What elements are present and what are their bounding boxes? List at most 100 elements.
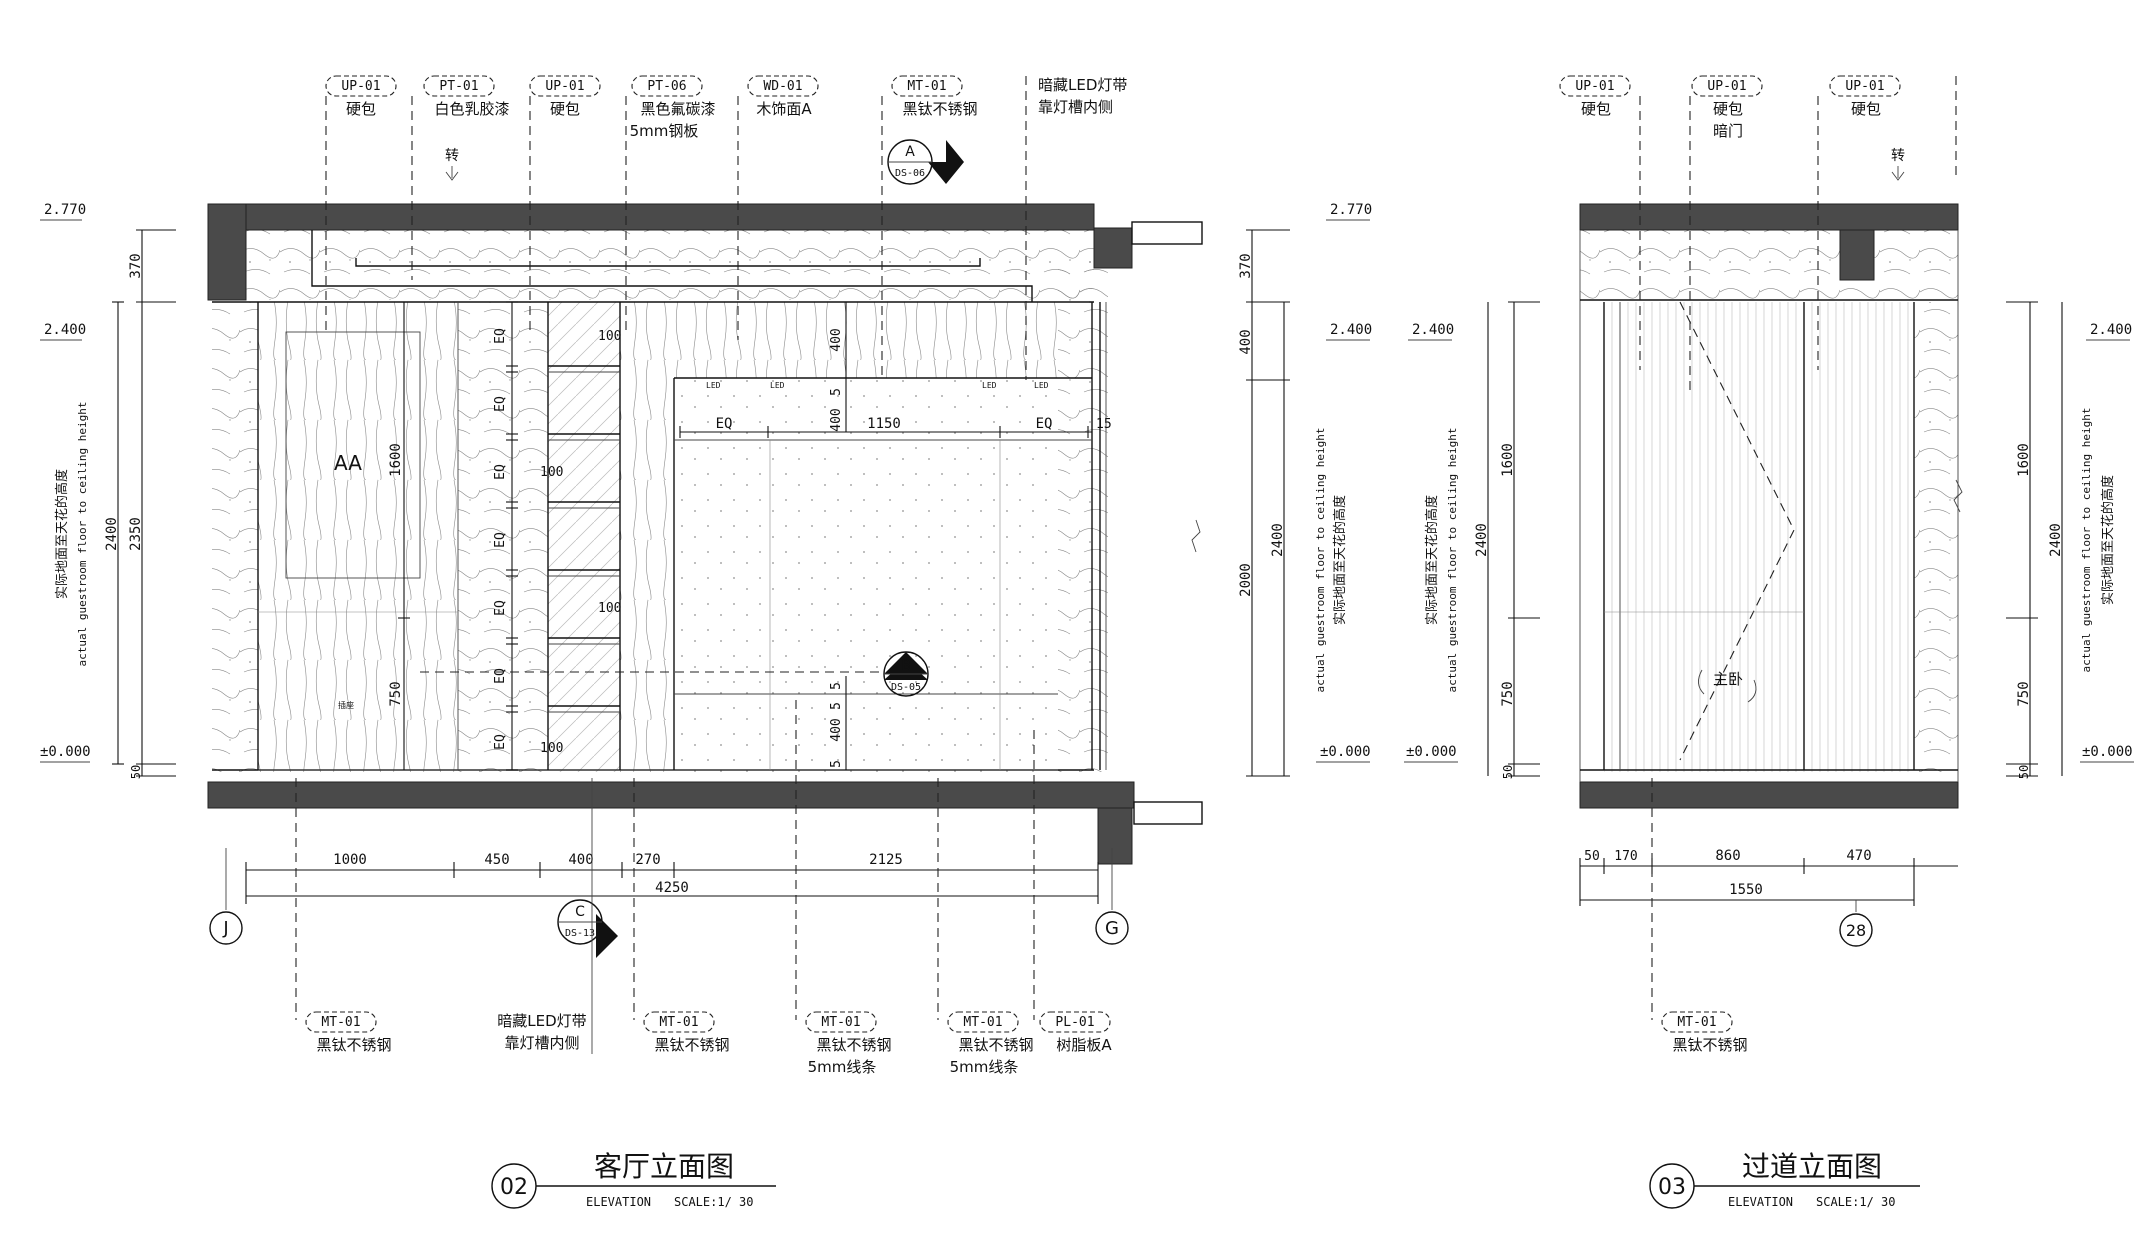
tag-code: PT-01: [439, 79, 478, 94]
svg-text:actual guestroom floor to ceil: actual guestroom floor to ceiling height: [2080, 408, 2093, 673]
shelf-dimension-chain: EQ EQ EQ EQ EQ EQ EQ 100 100 100 100: [493, 301, 621, 771]
height-label-cn: 实际地面至天花的高度: [1332, 495, 1348, 625]
svg-text:MT-01: MT-01: [659, 1015, 698, 1030]
wood-veneer-header: [674, 302, 1058, 378]
top-callouts-02: UP-01 硬包 PT-01 白色乳胶漆 UP-01 硬包 PT-06 黑色氟碳…: [325, 75, 1127, 380]
svg-text:实际地面至天花的高度: 实际地面至天花的高度: [2100, 475, 2116, 605]
ceiling-zone: [1580, 230, 1958, 300]
niche-shelf-zone: [548, 302, 620, 772]
svg-text:860: 860: [1715, 848, 1740, 864]
top-left-column: [207, 203, 247, 301]
svg-text:±0.000: ±0.000: [1406, 744, 1457, 760]
tv-dim-edge: 15: [1096, 417, 1112, 432]
section-mark-c: C DS-13: [557, 899, 618, 958]
svg-text:黑钛不锈钢: 黑钛不锈钢: [1672, 1036, 1747, 1054]
svg-text:MT-01: MT-01: [963, 1015, 1002, 1030]
paint-panel: [458, 302, 548, 772]
svg-text:750: 750: [2016, 681, 2032, 706]
hidden-door-panel: [1604, 302, 1804, 772]
svg-text:暗门: 暗门: [1713, 122, 1743, 140]
height-label-en: actual guestroom floor to ceiling height: [1314, 428, 1327, 693]
drawing-number: 02: [500, 1175, 528, 1200]
top-slab: [207, 203, 1095, 231]
height-label-en: actual guestroom floor to ceiling height: [76, 402, 89, 667]
top-right-beam: [1131, 221, 1203, 245]
dim-450: 450: [484, 852, 509, 868]
ceiling-zone: [212, 230, 1094, 300]
drawing-scale: SCALE:1/ 30: [1816, 1195, 1895, 1209]
soffit-line: [311, 230, 1033, 302]
dim-400: 400: [568, 852, 593, 868]
drawing-title: 过道立面图: [1742, 1150, 1882, 1183]
svg-text:5mm线条: 5mm线条: [808, 1058, 877, 1076]
svg-text:1600: 1600: [1500, 443, 1516, 477]
svg-text:170: 170: [1614, 849, 1637, 864]
upholstery-panel-left: [258, 302, 458, 772]
tag-desc: 硬包: [550, 100, 580, 118]
top-slab: [1579, 203, 1959, 231]
led-label: LED: [706, 381, 721, 390]
dim-1000: 1000: [333, 852, 367, 868]
floor-right-column: [1097, 807, 1133, 865]
floor-slab: [207, 781, 1135, 809]
tv-dim-lower: 400: [829, 718, 844, 741]
level-top: 2.770: [1330, 202, 1372, 218]
svg-text:470: 470: [1846, 848, 1871, 864]
bottom-callouts-02: MT-01 黑钛不锈钢 暗藏LED灯带 靠灯槽内侧 MT-01 黑钛不锈钢 MT…: [295, 700, 1112, 1076]
grid-bubble-g: [1095, 911, 1129, 945]
level-ceiling: 2.400: [44, 322, 86, 338]
drawing-subtitle: ELEVATION: [1728, 1195, 1793, 1209]
dim-2400-right: 2400: [1270, 523, 1286, 557]
drawing-subtitle: ELEVATION: [586, 1195, 651, 1209]
section-mark-a: A DS-06: [887, 139, 964, 185]
drawing-number: 03: [1658, 1175, 1686, 1200]
left-return-wall: [212, 302, 258, 772]
shelf-eq-label: EQ: [493, 396, 508, 412]
svg-text:UP-01: UP-01: [1707, 79, 1746, 94]
svg-text:50: 50: [1501, 765, 1515, 779]
dim-1600: 1600: [388, 443, 404, 477]
tag-desc: 暗藏LED灯带: [1038, 76, 1127, 94]
bottom-callouts-03: MT-01 黑钛不锈钢: [1651, 778, 1748, 1054]
svg-text:DS-13: DS-13: [565, 928, 595, 939]
shelf-eq-label: EQ: [493, 600, 508, 616]
svg-text:树脂板A: 树脂板A: [1056, 1036, 1112, 1054]
svg-text:硬包: 硬包: [1713, 100, 1743, 118]
tag-desc: 5mm钢板: [630, 122, 699, 140]
tv-dim-lower-joint: 5: [829, 702, 844, 710]
tag-desc: 黑钛不锈钢: [902, 100, 977, 118]
svg-text:实际地面至天花的高度: 实际地面至天花的高度: [1424, 495, 1440, 625]
tag-code: UP-01: [341, 79, 380, 94]
tv-dim-upper: 400: [829, 328, 844, 351]
level-floor: ±0.000: [1320, 744, 1371, 760]
svg-text:黑钛不锈钢: 黑钛不锈钢: [816, 1036, 891, 1054]
inner-dimension-chain-02: 1600 750: [388, 302, 410, 770]
tag-desc: 木饰面A: [756, 100, 812, 118]
svg-text:50: 50: [1584, 849, 1600, 864]
level-top: 2.770: [44, 202, 86, 218]
svg-text:2400: 2400: [2048, 523, 2064, 557]
upholstery-panel: [1804, 302, 1914, 772]
upholstery-panel-mid: [620, 302, 674, 772]
led-label: LED: [982, 381, 997, 390]
dim-2400: 2400: [104, 517, 120, 551]
shelf-eq-label: EQ: [493, 328, 508, 344]
svg-text:暗藏LED灯带: 暗藏LED灯带: [497, 1012, 586, 1030]
dim-2000-right: 2000: [1238, 563, 1254, 597]
svg-text:黑钛不锈钢: 黑钛不锈钢: [958, 1036, 1033, 1054]
left-dimension-chain-02: 370 2350 2400 50 实际地面至天花的高度 actual guest…: [40, 202, 176, 779]
tv-dim-eq-right: EQ: [1036, 416, 1053, 432]
led-label: LED: [1034, 381, 1049, 390]
shelf-depth-dim: 100: [598, 329, 621, 344]
shelf-depth-dim: 100: [598, 601, 621, 616]
level-floor: ±0.000: [40, 744, 91, 760]
right-dimension-chain-02: 370 400 2000 2400 actual guestroom floor…: [1191, 202, 1372, 777]
svg-text:硬包: 硬包: [1851, 100, 1881, 118]
level-ceiling: 2.400: [1330, 322, 1372, 338]
grid-label-g: G: [1105, 918, 1119, 939]
svg-text:黑钛不锈钢: 黑钛不锈钢: [316, 1036, 391, 1054]
dim-total-4250: 4250: [655, 880, 689, 896]
top-callouts-03: UP-01 硬包 UP-01 硬包 暗门 UP-01 硬包: [1559, 75, 1957, 390]
tv-dim-bottom-gap: 5: [829, 760, 844, 768]
tv-dim-lower-gap: 5: [829, 682, 844, 690]
